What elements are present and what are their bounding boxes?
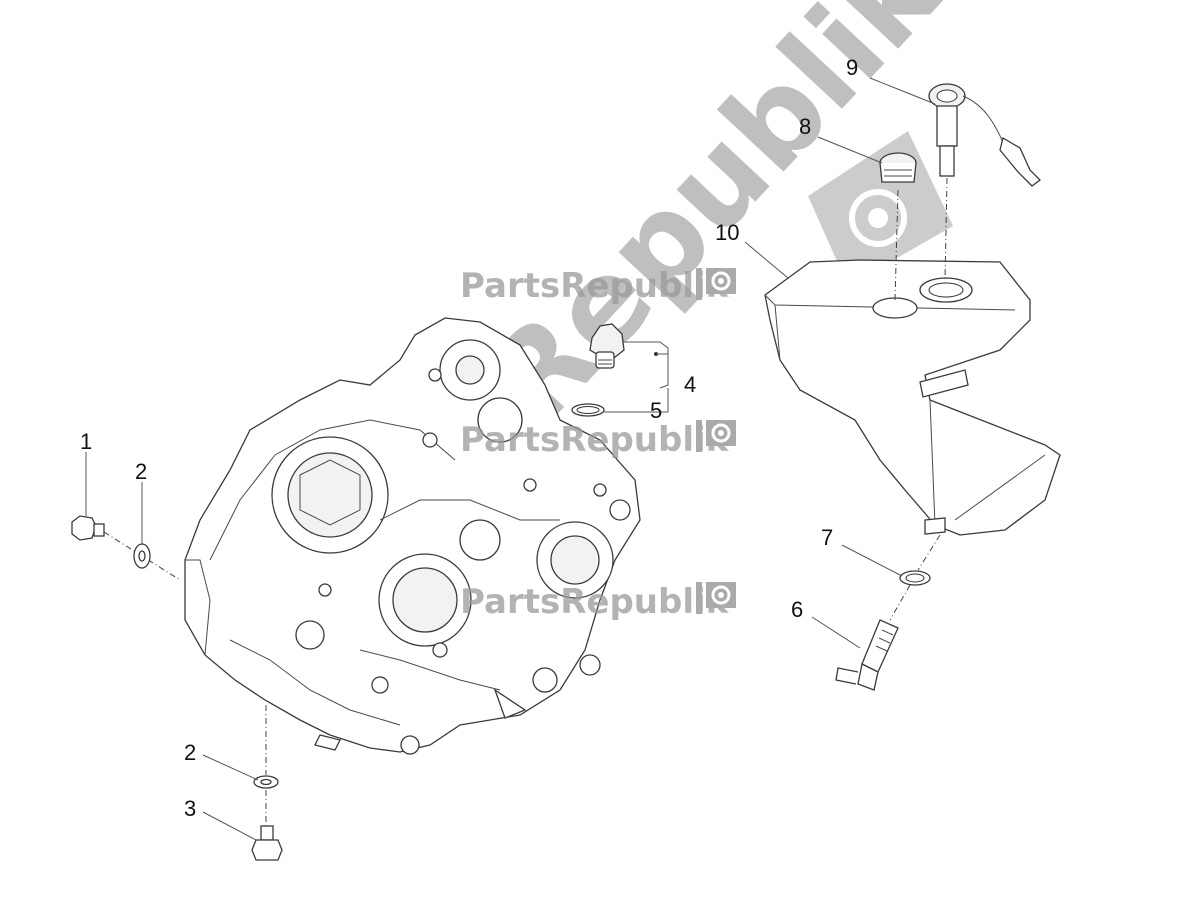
part-3-drain-plug xyxy=(251,790,283,861)
part-1-drain-bolt xyxy=(71,515,181,581)
watermark-text-bottom: PartsRepublik xyxy=(460,582,730,622)
part-10-oil-tank xyxy=(764,259,1061,536)
part-9-level-sensor xyxy=(928,83,1041,281)
watermark-text-top: PartsRepublik xyxy=(460,266,730,306)
part-6-hose-fitting xyxy=(835,584,911,691)
part-7-hose-clamp xyxy=(899,534,941,586)
callout-10: 10 xyxy=(715,220,739,245)
part-2-washer-upper xyxy=(133,543,151,569)
engine-crankcase xyxy=(184,317,641,755)
callouts: 1 2 2 3 4 5 6 7 8 9 10 xyxy=(80,55,858,821)
gear-icon xyxy=(696,420,736,452)
callout-2-lower: 2 xyxy=(184,740,196,765)
callout-3: 3 xyxy=(184,796,196,821)
part-5-o-ring xyxy=(571,403,605,417)
part-4-filler-cap xyxy=(589,323,658,369)
callout-7: 7 xyxy=(821,525,833,550)
gear-icon xyxy=(696,582,736,614)
part-2-washer-lower xyxy=(253,705,279,789)
watermark-middle: PartsRepublik xyxy=(460,420,736,460)
callout-5: 5 xyxy=(650,398,662,423)
watermark-text-middle: PartsRepublik xyxy=(460,420,730,460)
gear-icon xyxy=(696,268,736,300)
leader-lines xyxy=(85,77,936,841)
part-8-tank-cap xyxy=(879,152,917,301)
callout-6: 6 xyxy=(791,597,803,622)
callout-1: 1 xyxy=(80,429,92,454)
callout-2-upper: 2 xyxy=(135,459,147,484)
callout-9: 9 xyxy=(846,55,858,80)
watermark-bottom: PartsRepublik xyxy=(460,582,736,622)
callout-4: 4 xyxy=(684,372,696,397)
watermark-gear-large xyxy=(808,131,953,286)
watermark-top: PartsRepublik xyxy=(460,266,736,306)
callout-8: 8 xyxy=(799,114,811,139)
